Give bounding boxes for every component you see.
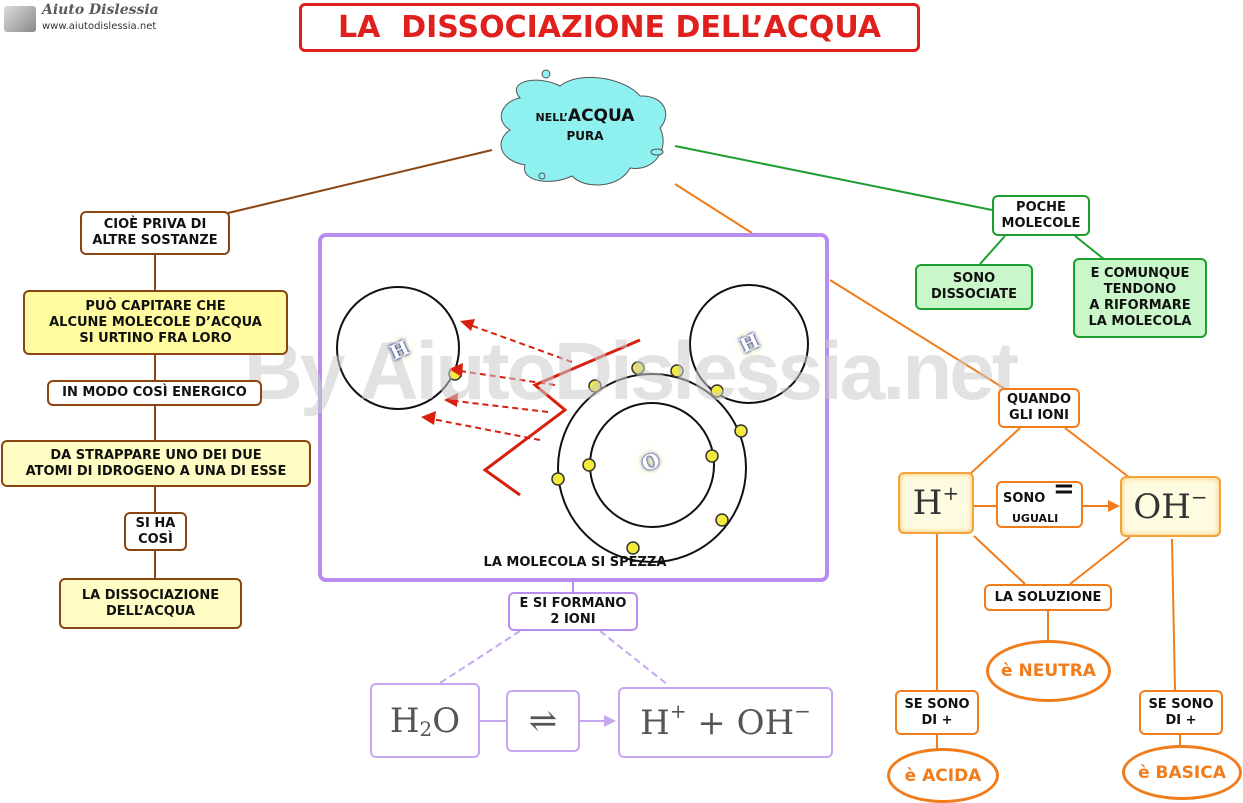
green-box-left: SONO DISSOCIATE bbox=[915, 264, 1033, 310]
left-box-4: DA STRAPPARE UNO DEI DUE ATOMI DI IDROGE… bbox=[1, 440, 311, 487]
acida-ellipse: è ACIDA bbox=[887, 748, 999, 803]
hydrogen-atom-right bbox=[689, 284, 809, 404]
break-line bbox=[482, 338, 641, 497]
logo[interactable]: Aiuto Dislessia www.aiutodislessia.net bbox=[2, 2, 162, 36]
left-box-5: SI HA COSÌ bbox=[124, 512, 187, 551]
left-box-2: PUÒ CAPITARE CHE ALCUNE MOLECOLE D’ACQUA… bbox=[23, 290, 288, 355]
basica-ellipse: è BASICA bbox=[1122, 745, 1242, 800]
uguali-box: SONO = UGUALI bbox=[996, 476, 1083, 528]
left-box-6: LA DISSOCIAZIONE DELL’ACQUA bbox=[59, 578, 242, 629]
arrow-heads bbox=[421, 319, 475, 425]
se-oh-box: SE SONO DI + bbox=[1139, 690, 1223, 735]
hydrogen-atom-left bbox=[336, 286, 460, 410]
cloud-label: NELL’ACQUA bbox=[535, 106, 635, 126]
logo-book-icon bbox=[4, 6, 36, 32]
left-box-3: IN MODO COSÌ ENERGICO bbox=[47, 380, 262, 406]
molecule-box bbox=[318, 233, 829, 582]
equation-arrow: ⇌ bbox=[506, 690, 580, 752]
green-box-top: POCHE MOLECOLE bbox=[992, 195, 1090, 236]
neutra-ellipse: è NEUTRA bbox=[986, 640, 1111, 702]
page-title: LA DISSOCIAZIONE DELL’ACQUA bbox=[299, 3, 920, 52]
watermark: By AiutoDislessia.net bbox=[243, 326, 1019, 417]
formano-box: E SI FORMANO 2 IONI bbox=[508, 592, 638, 631]
h-ion-box: H+ bbox=[898, 472, 974, 534]
oh-ion-box: OH− bbox=[1120, 476, 1221, 537]
soluzione-box: LA SOLUZIONE bbox=[984, 584, 1112, 611]
left-box-1: CIOÈ PRIVA DI ALTRE SOSTANZE bbox=[80, 211, 230, 255]
green-box-right: E COMUNQUE TENDONO A RIFORMARE LA MOLECO… bbox=[1073, 258, 1207, 338]
quando-box: QUANDO GLI IONI bbox=[998, 388, 1080, 428]
cloud-sub: PURA bbox=[566, 129, 604, 143]
line-cloud-left bbox=[227, 149, 493, 214]
electrons bbox=[448, 361, 748, 555]
oxygen-outer-shell bbox=[557, 373, 747, 563]
logo-url: www.aiutodislessia.net bbox=[42, 21, 157, 32]
cloud-shape bbox=[500, 76, 667, 186]
molecule-caption: LA MOLECOLA SI SPEZZA bbox=[483, 555, 667, 570]
equation-products: H+ + OH− bbox=[618, 687, 833, 758]
logo-name: Aiuto Dislessia bbox=[42, 2, 159, 18]
se-h-box: SE SONO DI + bbox=[895, 690, 979, 735]
